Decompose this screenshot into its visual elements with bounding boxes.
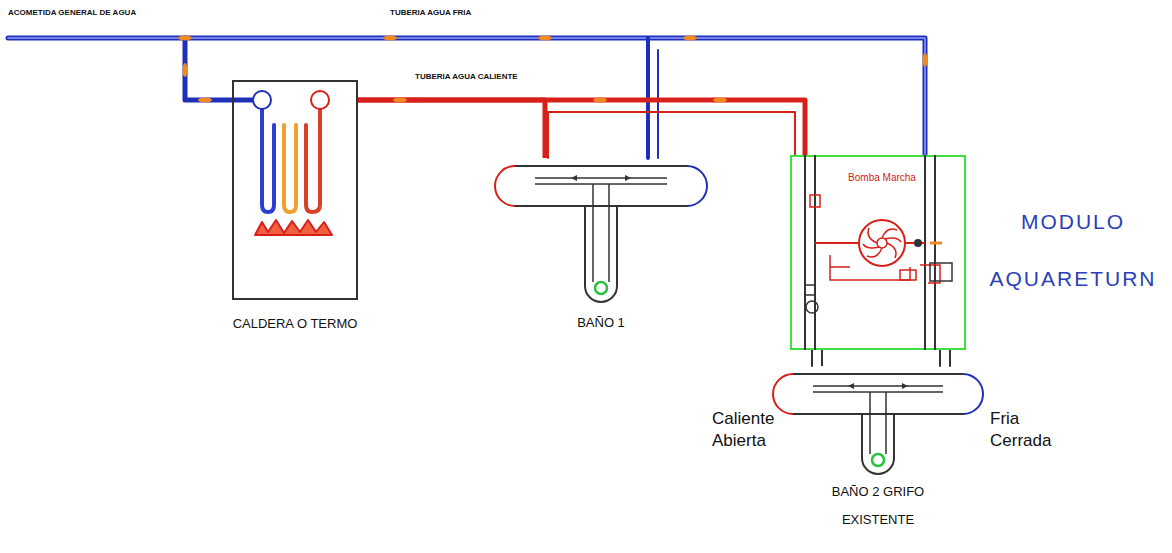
pipe-label: TUBERIA AGUA FRIA	[390, 8, 471, 17]
boiler-box: CALDERA O TERMO	[232, 80, 358, 300]
pipe-label: TUBERIA AGUA CALIENTE	[415, 72, 518, 81]
valve-state-label: Caliente Abierta	[712, 408, 807, 452]
pipe-connector	[821, 350, 823, 366]
node-label: MODULO AQUARETURN	[978, 193, 1168, 307]
flow-mark	[593, 98, 607, 103]
pipe-label: ACOMETIDA GENERAL DE AGUA	[8, 8, 136, 17]
pump: Bomba Marcha	[857, 218, 907, 268]
flow-mark	[393, 98, 407, 103]
tap-bath-1: BAÑO 1	[495, 158, 707, 302]
valve-state-label: Fria Cerrada	[990, 408, 1070, 452]
boiler-housing	[232, 80, 358, 300]
aquareturn-module: MODULO AQUARETURNBomba Marcha	[790, 155, 966, 350]
flow-mark	[713, 98, 727, 103]
pipe-connector	[358, 100, 805, 155]
node-label: CALDERA O TERMO	[232, 312, 358, 336]
tap-outline	[495, 158, 707, 302]
node-label: BAÑO 1	[495, 314, 707, 332]
pump-symbol	[857, 218, 907, 268]
node-label: Bomba Marcha	[847, 172, 917, 184]
tap-bath-2: BAÑO 2 GRIFO EXISTENTE	[773, 366, 983, 474]
tap-outline	[773, 366, 983, 474]
node-label: BAÑO 2 GRIFO EXISTENTE	[828, 478, 928, 534]
pipe-connector	[358, 100, 545, 158]
